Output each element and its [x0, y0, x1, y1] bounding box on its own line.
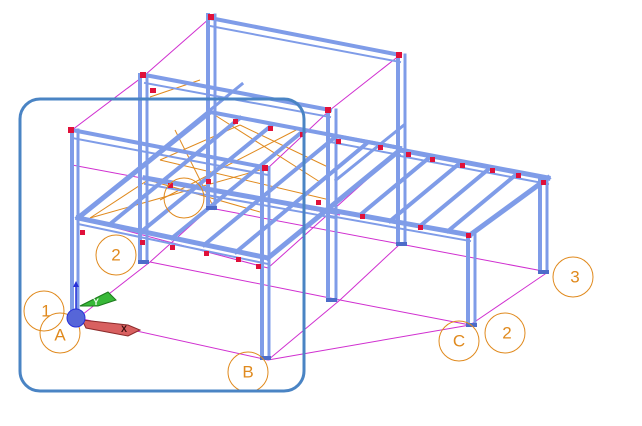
grid-bubble-2-right: 2 — [484, 312, 526, 354]
x-axis-label: X — [121, 324, 127, 334]
selection-frame[interactable] — [18, 97, 306, 393]
x-axis-arrow-icon — [81, 319, 142, 337]
z-axis-arrow-icon — [73, 281, 79, 287]
svg-text:2: 2 — [502, 324, 511, 343]
grid-bubble-b: B — [227, 351, 269, 393]
roof-beams — [69, 15, 403, 177]
grid-bubble-3: 3 — [552, 256, 594, 298]
svg-text:B: B — [242, 363, 253, 382]
y-axis-label: Y — [93, 297, 99, 307]
ucs-axis-icon[interactable]: Y X — [66, 281, 142, 337]
svg-text:C: C — [453, 332, 465, 351]
grid-bubble-2-left: 2 — [95, 234, 137, 276]
svg-text:2: 2 — [111, 246, 120, 265]
grid-bubble-hidden — [163, 177, 205, 219]
floor-beams-left — [74, 81, 404, 266]
svg-text:3: 3 — [570, 268, 579, 287]
grid-bubble-1: 1 — [23, 290, 65, 332]
svg-text:1: 1 — [41, 302, 50, 321]
columns — [70, 13, 549, 360]
svg-text:A: A — [54, 326, 66, 345]
y-axis-arrow-icon — [79, 291, 117, 307]
ucs-origin-sphere — [66, 308, 86, 328]
grid-bubble-c: C — [438, 320, 480, 362]
grid-bubble-a: A — [39, 312, 81, 354]
